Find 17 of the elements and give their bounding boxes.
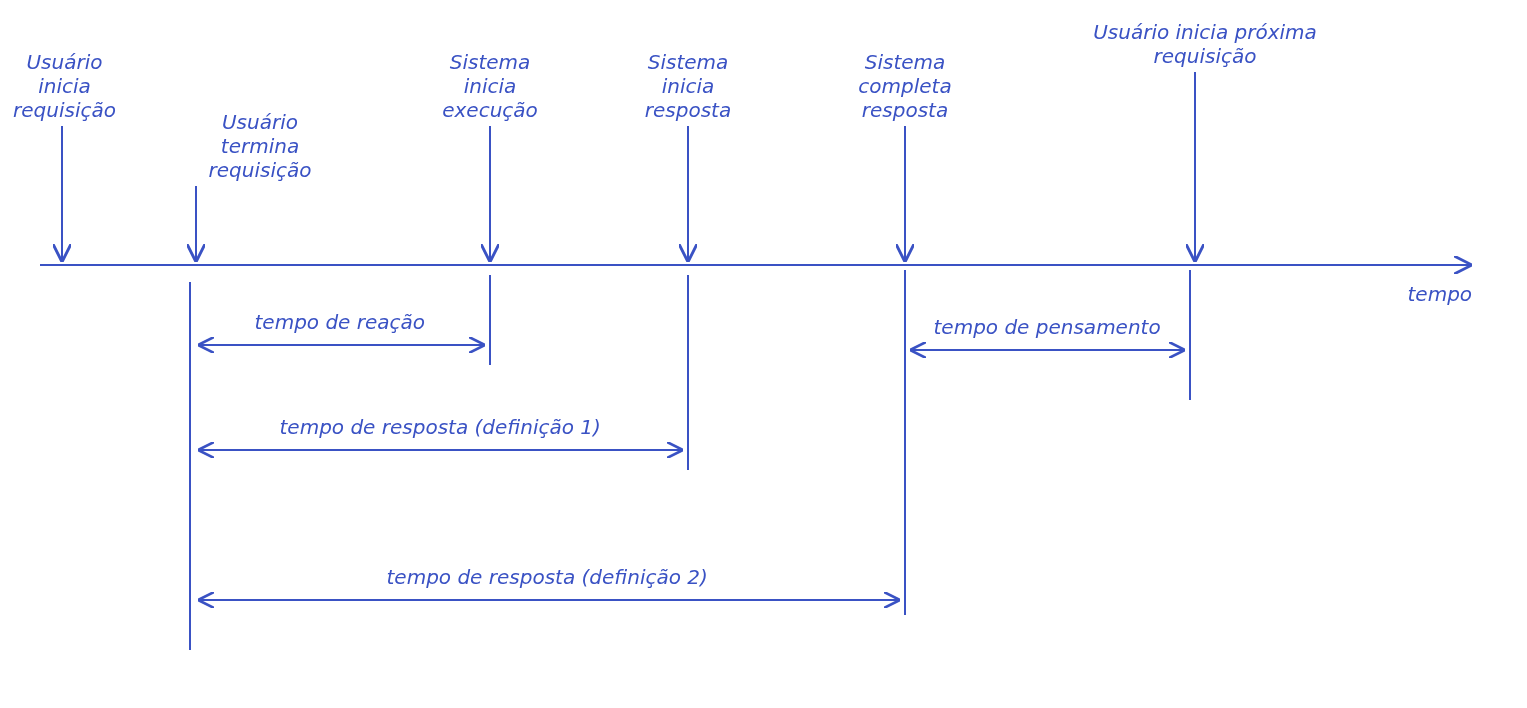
arrow [894, 125, 916, 264]
interval-label: tempo de resposta (definição 2) [386, 565, 708, 589]
arrow [51, 125, 73, 264]
event-label: Sistema inicia resposta [620, 50, 756, 122]
interval-label: tempo de resposta (definição 1) [279, 415, 601, 439]
axis-label: tempo [1407, 282, 1473, 306]
interval-label: tempo de reação [254, 310, 426, 334]
event-label: Sistema completa resposta [830, 50, 980, 122]
arrow [479, 125, 501, 264]
event-label: Sistema inicia execução [425, 50, 555, 122]
arrow [1184, 71, 1206, 264]
event-label: Usuário inicia próxima requisição [1090, 20, 1320, 68]
arrow [677, 125, 699, 264]
interval-label: tempo de pensamento [933, 315, 1161, 339]
event-label: Usuário inicia requisição [2, 50, 127, 122]
arrow [185, 185, 207, 264]
event-label: Usuário termina requisição [185, 110, 335, 182]
